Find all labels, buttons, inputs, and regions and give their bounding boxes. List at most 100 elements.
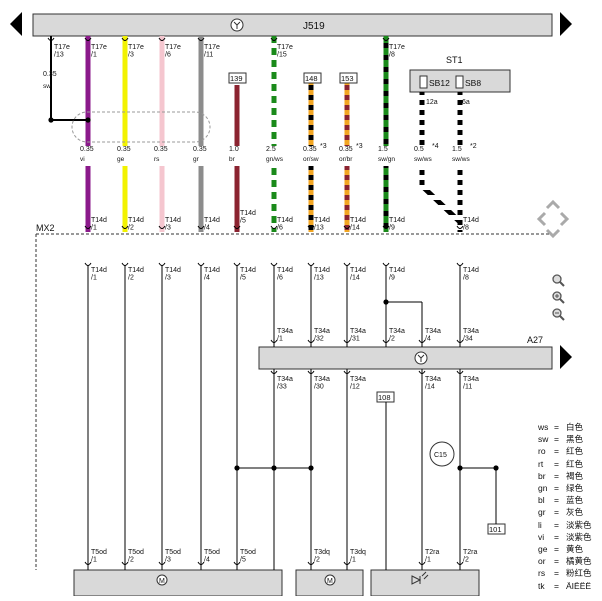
nav-right-arrow[interactable] (560, 12, 572, 36)
t14d-upper-pin: T14d/1 (91, 217, 107, 232)
bottom-pin-label: T5od/5 (240, 549, 256, 564)
wire-color-label: or/sw (303, 156, 319, 163)
zoom-out-icon[interactable] (551, 307, 565, 321)
t14d-lower-pin: T14d/8 (463, 267, 479, 282)
wire-upper-lower-segment (85, 166, 91, 232)
bottom-pin-label: T5od/3 (165, 549, 181, 564)
legend-equals: = (554, 531, 559, 542)
legend-equals: = (554, 483, 559, 494)
wire-upper (198, 36, 204, 146)
legend-color-name: 蓝色 (566, 495, 584, 506)
legend-color-name: 淡紫色 (566, 519, 592, 530)
component-c15 (429, 441, 455, 467)
component-c15-label: C15 (434, 452, 447, 459)
nav-right-arrow-lower[interactable] (560, 345, 572, 369)
legend-row: tk=ÄIËËË (538, 580, 592, 592)
t14d-upper-pin: T14d/5 (240, 210, 256, 225)
connector-pin-icon (121, 225, 129, 229)
connector-pin-icon (158, 561, 166, 565)
st1-label: ST1 (446, 55, 463, 65)
connector-pin-icon (197, 225, 205, 229)
wire-upper-lower-segment (159, 166, 165, 232)
t34a-upper-pin: T34a/32 (314, 328, 330, 343)
wire-sw-ws-a-route (419, 168, 463, 232)
bottom-pin-label: T2ra/2 (463, 549, 478, 564)
wire-upper (159, 36, 165, 146)
legend-row: rt=红色 (538, 458, 592, 470)
wire-ref-number: 148 (305, 74, 318, 83)
bottom-pin-label: T2ra/1 (425, 549, 440, 564)
connector-pin-icon (343, 561, 351, 565)
wire-upper (271, 36, 277, 146)
legend-code: ge (538, 544, 548, 555)
top-pin-label: T17e/11 (204, 44, 220, 59)
control-unit-icon (230, 18, 244, 32)
top-pin-label: T17e/8 (389, 44, 405, 59)
pan-arrows-icon[interactable] (535, 198, 571, 240)
module-j519-label: J519 (303, 21, 325, 32)
legend-row: rs=粉红色 (538, 567, 592, 579)
wire-color-label: sw/gn (378, 156, 395, 163)
t14d-upper-pin: T14d/6 (277, 217, 293, 232)
legend-row: gn=绿色 (538, 482, 592, 494)
wire-color-label: sw (43, 83, 51, 90)
connector-pin-icon (158, 225, 166, 229)
wire-color-label: sw/ws (452, 156, 470, 163)
legend-color-name: 绿色 (566, 483, 584, 494)
junction-dot (308, 465, 314, 471)
wire-upper (383, 36, 389, 146)
fuse-sb8-icon (455, 75, 464, 89)
connector-pin-icon (270, 262, 278, 266)
legend-color-name: 红色 (566, 446, 584, 457)
legend-code: ws (538, 422, 549, 432)
legend-row: br=褐色 (538, 470, 592, 482)
connector-pin-icon (382, 37, 390, 41)
wire-size-label: 0.35 (339, 146, 353, 153)
mx2-label: MX2 (36, 223, 55, 233)
top-pin-label: T17e/1 (91, 44, 107, 59)
top-pin-label: T17e/6 (165, 44, 181, 59)
nav-left-arrow[interactable] (10, 12, 22, 36)
svg-text:M: M (327, 578, 333, 585)
module-a27 (258, 346, 553, 370)
zoom-in-icon[interactable] (551, 290, 565, 304)
legend-row: ro=红色 (538, 445, 592, 457)
wire-size-label: 1.5 (452, 146, 462, 153)
motor-module-left (73, 569, 283, 597)
connector-pin-icon (418, 339, 426, 343)
wire-color-label: rs (154, 156, 160, 163)
legend-equals: = (554, 495, 559, 506)
legend-row: sw=黑色 (538, 433, 592, 445)
legend-code: gr (538, 507, 546, 518)
legend-color-name: 橘黄色 (566, 556, 592, 567)
t34a-upper-pin: T34a/31 (350, 328, 366, 343)
top-pin-label: T17e/3 (128, 44, 144, 59)
legend-code: tk (538, 580, 545, 591)
connector-pin-icon (233, 225, 241, 229)
wire-sw-ws-b (457, 92, 463, 146)
t14d-upper-pin: T14d/3 (165, 217, 181, 232)
t34a-lower-pin: T34a/12 (350, 376, 366, 391)
t14d-upper-pin: T14d/9 (389, 217, 405, 232)
legend-code: bl (538, 495, 545, 506)
wire-color-label: br (229, 156, 236, 163)
connector-pin-icon (418, 561, 426, 565)
wire-color-label: gn/ws (266, 156, 284, 163)
lamp-module (370, 569, 480, 597)
legend-equals: = (554, 470, 559, 481)
wire-upper (234, 85, 240, 146)
wire-footnote: *3 (320, 143, 327, 150)
legend-equals: = (554, 507, 559, 518)
wire-ref-box (303, 72, 322, 84)
legend-color-name: 红色 (566, 458, 584, 469)
wire-upper-lower-segment (122, 166, 128, 232)
wire-footnote: *4 (432, 143, 439, 150)
search-icon[interactable] (551, 273, 565, 287)
wire-size-label: 0.35 (43, 71, 57, 78)
connector-pin-icon (84, 37, 92, 41)
wire-size-label: 0.35 (303, 146, 317, 153)
legend-equals: = (554, 580, 559, 591)
t14d-upper-pin: T14d/2 (128, 217, 144, 232)
legend-color-name: 褐色 (566, 470, 584, 481)
